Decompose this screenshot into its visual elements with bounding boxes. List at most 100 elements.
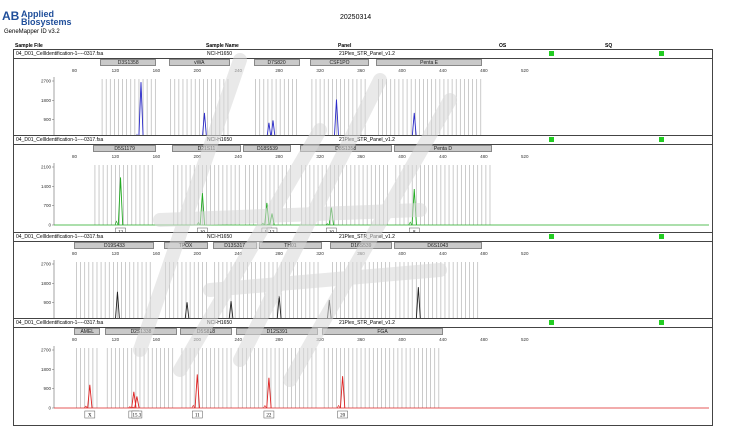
marker-amel[interactable]: AMEL [74, 328, 101, 335]
sample-file-name[interactable]: 04_D01_CellIdentification-1----0317.fsa [16, 137, 104, 143]
allele-peak [264, 202, 270, 226]
stutter-peak [191, 404, 196, 409]
col-os: OS [499, 43, 507, 49]
marker-d5s818[interactable]: D5S818 [179, 328, 233, 335]
ab-logo-icon: AB [2, 9, 20, 23]
stutter-peak [131, 406, 135, 409]
x-tick-label: 400 [398, 68, 406, 73]
marker-fga[interactable]: FGA [322, 328, 443, 335]
col-sample-file: Sample File [15, 43, 43, 49]
x-tick-label: 320 [316, 337, 324, 342]
x-tick-label: 280 [275, 154, 283, 159]
x-tick-label: 520 [521, 337, 529, 342]
x-tick-label: 480 [480, 68, 488, 73]
allele-call-box [337, 410, 348, 419]
marker-d2s1338[interactable]: D2S1338 [105, 328, 177, 335]
marker-d12s391[interactable]: D12S391 [236, 328, 319, 335]
x-tick-label: 280 [275, 251, 283, 256]
x-tick-label: 520 [521, 154, 529, 159]
marker-d3s1358[interactable]: D3S1358 [100, 59, 157, 66]
x-tick-label: 480 [480, 337, 488, 342]
table-header: Sample File Sample Name Panel OS SQ [13, 43, 713, 49]
sample-name: NCI-H1650 [207, 320, 233, 326]
x-tick-label: 80 [72, 337, 78, 342]
sample-info-bar: 04_D01_CellIdentification-1----0317.fsa … [14, 136, 712, 145]
marker-vwa[interactable]: vWA [168, 59, 231, 66]
allele-peak [134, 396, 140, 409]
x-tick-label: 280 [275, 68, 283, 73]
y-tick-label: 900 [43, 386, 51, 391]
svg-text:AB: AB [2, 9, 20, 23]
allele-call-label: 15.3 [133, 414, 142, 419]
run-date: 20250314 [340, 14, 372, 21]
marker-d6s1043[interactable]: D6S1043 [393, 242, 482, 249]
allele-call-box [131, 410, 143, 419]
marker-d7s820[interactable]: D7S820 [253, 59, 300, 66]
marker-tpox[interactable]: TPOX [163, 242, 208, 249]
sample-info-bar: 04_D01_CellIdentification-1----0317.fsa … [14, 319, 712, 328]
marker-d18s539[interactable]: D18S539 [243, 145, 292, 152]
os-status-icon [549, 320, 554, 325]
x-tick-label: 280 [275, 337, 283, 342]
applied-biosystems-logo: AB Applied Biosystems GeneMapper ID v3.2 [2, 9, 82, 35]
x-tick-label: 520 [521, 251, 529, 256]
sample-file-name[interactable]: 04_D01_CellIdentification-1----0317.fsa [16, 234, 104, 240]
allele-peak [269, 213, 275, 226]
x-tick-label: 520 [521, 68, 529, 73]
col-panel: Panel [338, 43, 352, 49]
marker-d21s11[interactable]: D21S11 [171, 145, 242, 152]
x-tick-label: 240 [234, 68, 242, 73]
marker-row: D3S1358 vWA D7S820 CSF1PO Penta E [14, 59, 712, 67]
x-tick-label: 360 [357, 68, 365, 73]
sample-file-name[interactable]: 04_D01_CellIdentification-1----0317.fsa [16, 320, 104, 326]
x-tick-label: 400 [398, 154, 406, 159]
sq-status-icon [659, 51, 664, 56]
x-tick-label: 360 [357, 251, 365, 256]
x-tick-label: 80 [72, 68, 78, 73]
allele-peak [328, 207, 334, 226]
stutter-peak [114, 220, 119, 226]
x-tick-label: 480 [480, 154, 488, 159]
panel-2: 04_D01_CellIdentification-1----0317.fsa … [13, 135, 713, 243]
marker-csf1po[interactable]: CSF1PO [309, 59, 370, 66]
marker-penta-d[interactable]: Penta D [393, 145, 493, 152]
allele-peak [339, 376, 346, 409]
x-tick-label: 360 [357, 154, 365, 159]
os-status-icon [549, 137, 554, 142]
marker-penta-e[interactable]: Penta E [376, 59, 482, 66]
x-tick-label: 400 [398, 337, 406, 342]
allele-call-label: 22 [266, 414, 272, 419]
allele-call-label: 20 [340, 414, 346, 419]
y-tick-label: 1400 [41, 184, 52, 189]
x-tick-label: 400 [398, 251, 406, 256]
os-status-icon [549, 51, 554, 56]
y-tick-label: 700 [43, 203, 51, 208]
stutter-peak [84, 405, 88, 409]
allele-call-box [192, 410, 203, 419]
y-tick-label: 2700 [41, 262, 52, 267]
panel-name: 21Plex_STR_Panel_v1.2 [339, 320, 395, 326]
marker-d5s1179[interactable]: D5S1179 [92, 145, 157, 152]
x-tick-label: 80 [72, 251, 78, 256]
allele-peak [87, 384, 93, 409]
sample-file-name[interactable]: 04_D01_CellIdentification-1----0317.fsa [16, 51, 104, 57]
marker-d19s433[interactable]: D19S433 [74, 242, 155, 249]
marker-th01[interactable]: TH01 [258, 242, 323, 249]
marker-d8s1358[interactable]: D8S1358 [299, 145, 392, 152]
x-tick-label: 440 [439, 337, 447, 342]
marker-d16s539[interactable]: D16S539 [330, 242, 392, 249]
y-tick-label: 2100 [41, 165, 52, 170]
allele-peak [194, 374, 200, 409]
panel-4: 04_D01_CellIdentification-1----0317.fsa … [13, 318, 713, 426]
sq-status-icon [659, 137, 664, 142]
stutter-peak [408, 221, 413, 226]
marker-d13s317[interactable]: D13S317 [212, 242, 257, 249]
y-tick-label: 1800 [41, 98, 52, 103]
y-tick-label: 900 [43, 300, 51, 305]
stutter-peak [336, 404, 341, 409]
